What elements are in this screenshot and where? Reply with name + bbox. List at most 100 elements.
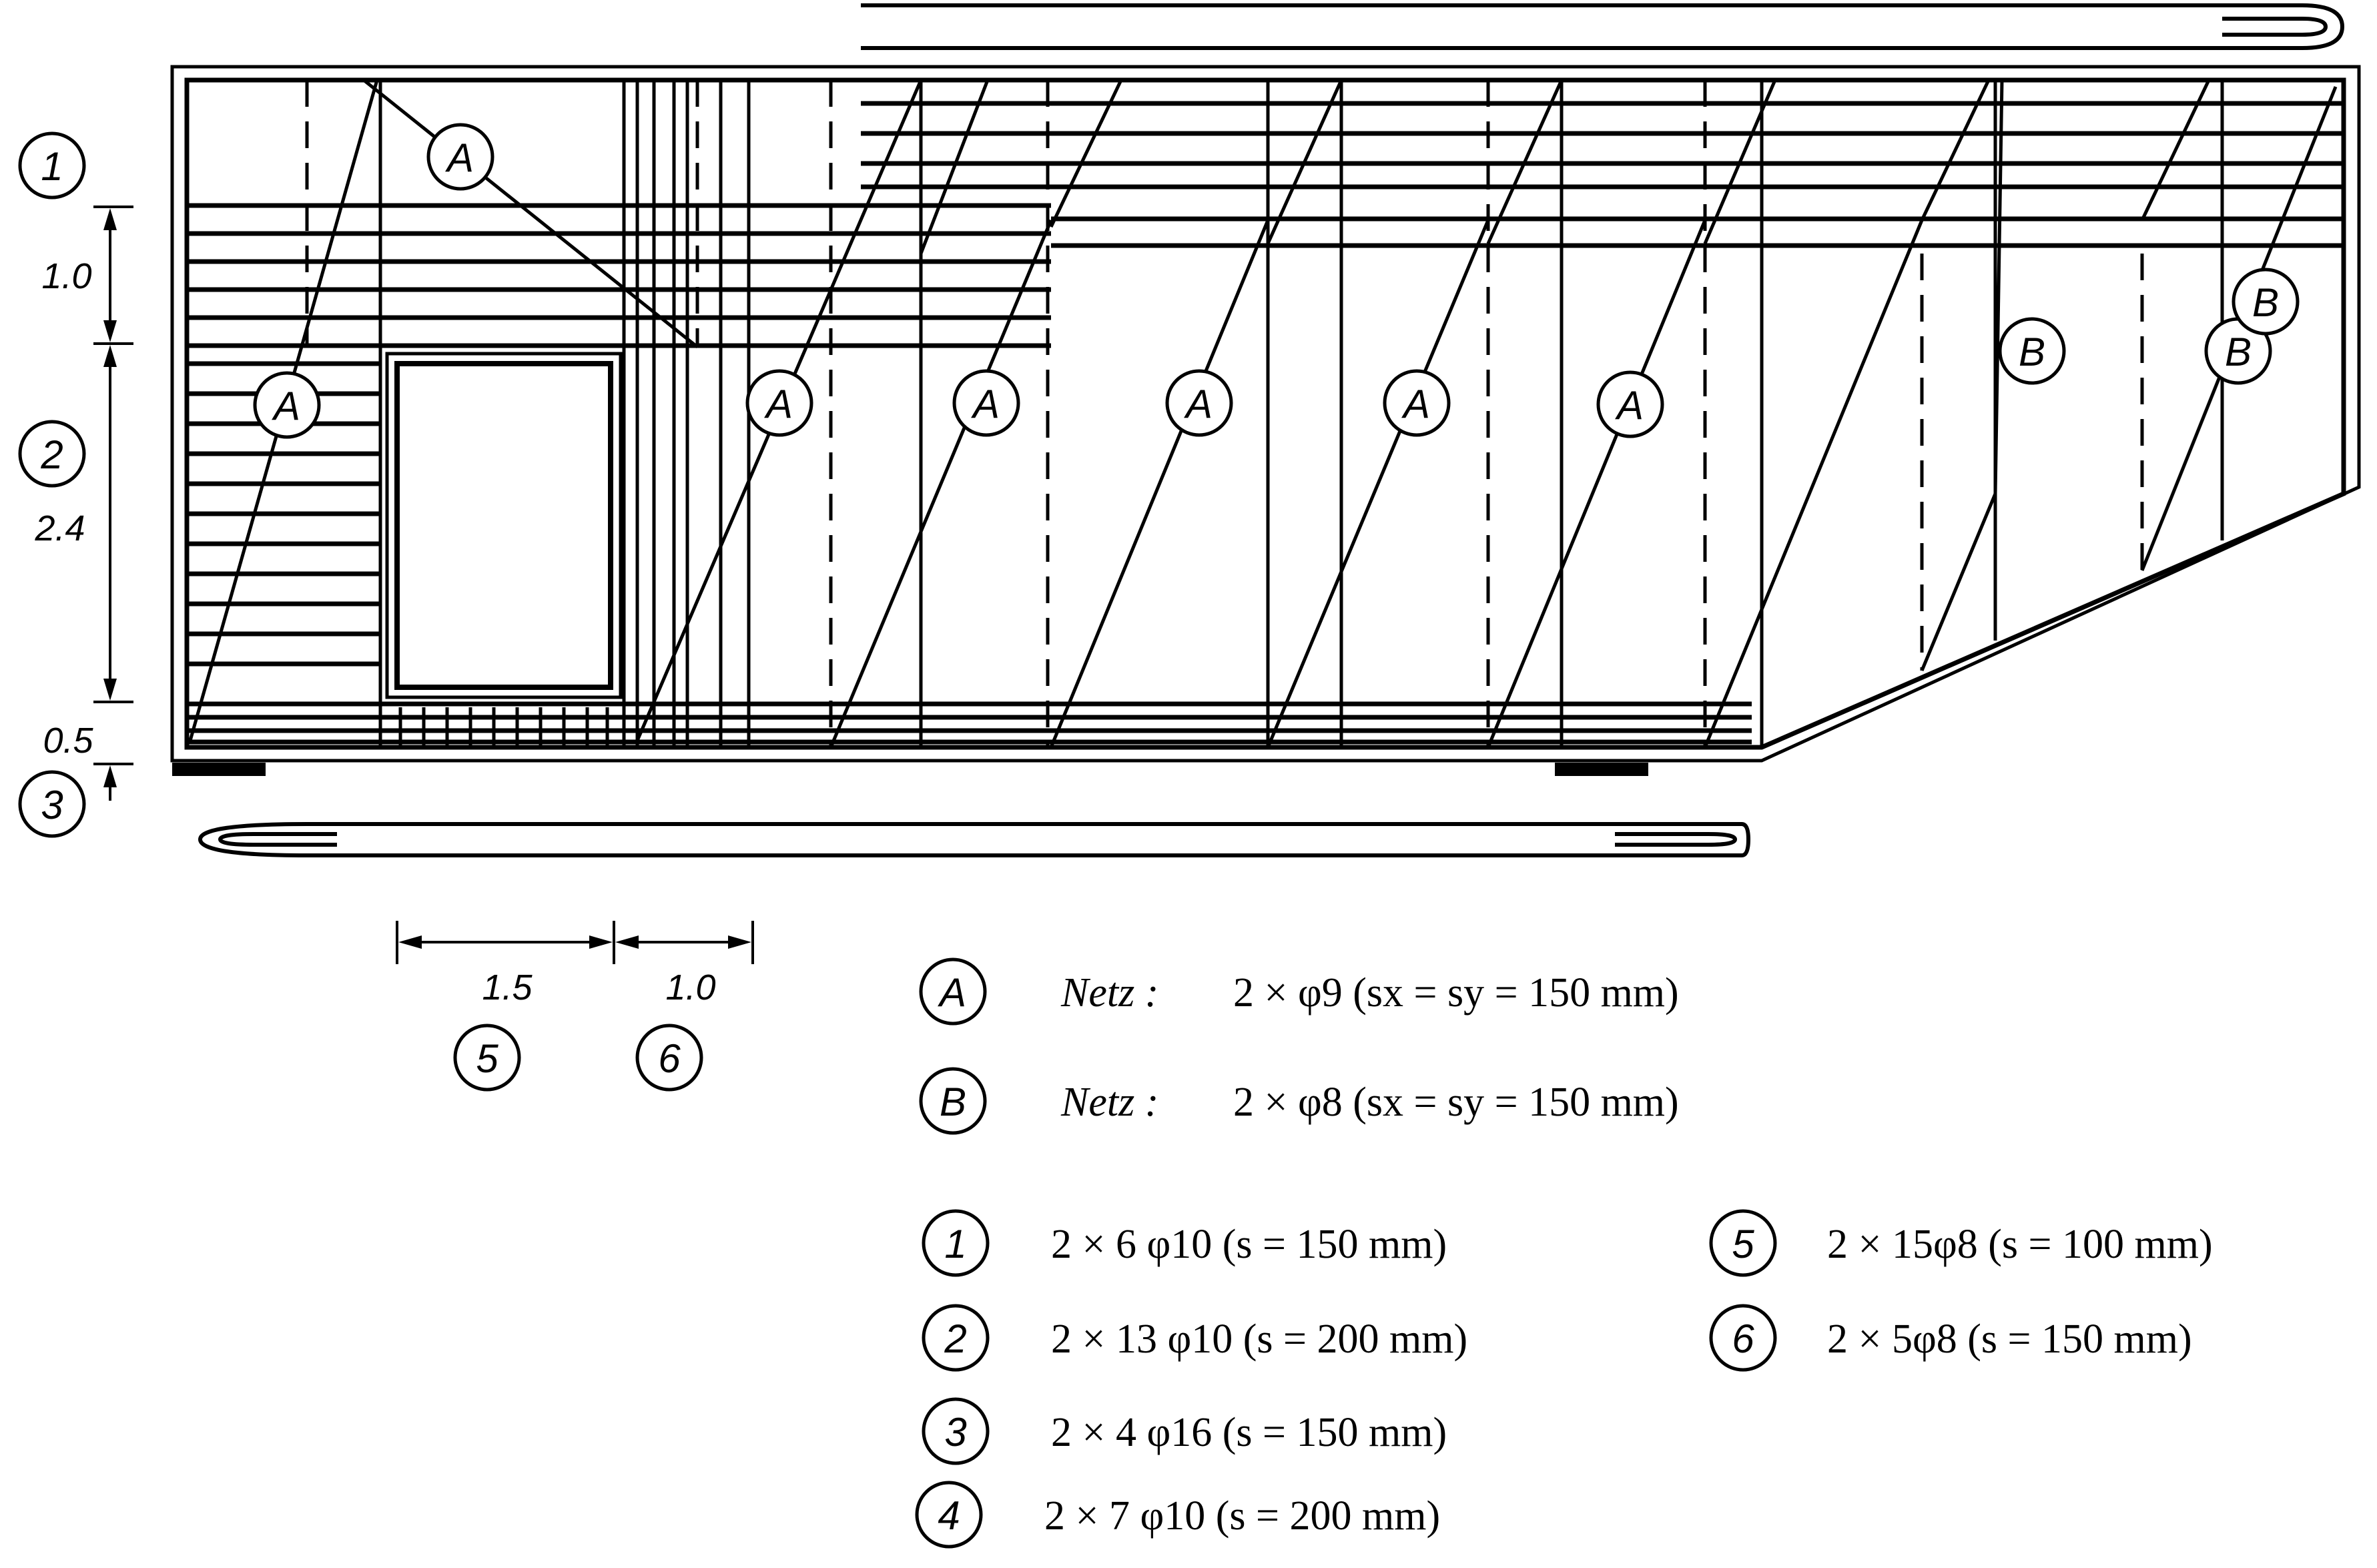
mesh-tag: A bbox=[952, 369, 1020, 437]
legend-text: 2 × 4 φ16 (s = 150 mm) bbox=[1051, 1410, 1447, 1455]
mesh-tag-label: A bbox=[971, 382, 1000, 426]
mesh-tag: A bbox=[426, 123, 494, 191]
support-left bbox=[172, 763, 266, 776]
mesh-tags: A A A A A A A B B B bbox=[253, 123, 2300, 439]
legend-marker: 1 bbox=[944, 1222, 966, 1266]
mesh-diagonal bbox=[1266, 220, 1490, 748]
dim-marker: 3 bbox=[18, 770, 86, 838]
mesh-tag-label: A bbox=[1184, 382, 1213, 426]
legend-mesh-a: A Netz : 2 × φ9 (sx = sy = 150 mm) bbox=[919, 957, 1679, 1026]
bottom-hairpin-inner-right bbox=[1615, 832, 1738, 847]
mesh-diagonal bbox=[1486, 220, 1707, 748]
legend-bar-6: 6 2 × 5φ8 (s = 150 mm) bbox=[1709, 1304, 2192, 1372]
legend-marker: A bbox=[938, 970, 966, 1015]
legend-mesh-b: B Netz : 2 × φ8 (sx = sy = 150 mm) bbox=[919, 1067, 1679, 1135]
mesh-tag-label: B bbox=[2019, 330, 2045, 374]
dim-arrow bbox=[728, 935, 751, 949]
legend-bar-4: 4 2 × 7 φ10 (s = 200 mm) bbox=[915, 1481, 1440, 1549]
dim-value: 0.5 bbox=[43, 721, 93, 761]
dim-marker-label: 3 bbox=[41, 783, 63, 827]
horizontal-dimensions: 1.5 1.0 5 6 bbox=[396, 921, 754, 1092]
legend-text: 2 × 7 φ10 (s = 200 mm) bbox=[1044, 1493, 1440, 1539]
legend-text: 2 × 6 φ10 (s = 150 mm) bbox=[1051, 1222, 1447, 1267]
dim-arrow bbox=[398, 935, 422, 949]
mesh-tag: A bbox=[1383, 369, 1451, 437]
opening-inner bbox=[394, 361, 613, 690]
legend-text: 2 × 5φ8 (s = 150 mm) bbox=[1827, 1316, 2192, 1362]
dim-value: 1.5 bbox=[482, 967, 533, 1008]
top-hairpin-bar bbox=[861, 3, 2345, 50]
legend-bar-3: 3 2 × 4 φ16 (s = 150 mm) bbox=[922, 1397, 1447, 1465]
mesh-diagonal bbox=[1993, 79, 2004, 494]
vertical-bars bbox=[378, 80, 2224, 747]
dim-marker-label: 5 bbox=[476, 1036, 498, 1081]
dashed-lines bbox=[305, 80, 2144, 747]
mesh-diagonal bbox=[1920, 493, 1997, 671]
legend-bar-5: 5 2 × 15φ8 (s = 100 mm) bbox=[1709, 1209, 2213, 1277]
legend-word: Netz : bbox=[1060, 1080, 1158, 1125]
vertical-dimensions: 1 1.0 2 2.4 0.5 3 bbox=[18, 131, 133, 838]
mesh-diagonal bbox=[1049, 220, 1270, 748]
mesh-tag-label: B bbox=[2252, 280, 2279, 325]
dim-marker: 6 bbox=[635, 1024, 703, 1092]
mesh-tag: A bbox=[1596, 370, 1664, 438]
wall-outer-outline bbox=[170, 65, 2361, 763]
mesh-diagonal bbox=[1049, 79, 1123, 228]
mesh-diagonal bbox=[919, 79, 990, 254]
dim-arrow bbox=[589, 935, 613, 949]
legend-word: Netz : bbox=[1060, 970, 1158, 1016]
mesh-diagonal bbox=[362, 79, 699, 348]
dim-marker-label: 2 bbox=[40, 432, 63, 477]
dim-marker: 2 bbox=[18, 420, 86, 488]
mesh-diagonal bbox=[1920, 79, 1991, 222]
dim-marker: 1 bbox=[18, 131, 86, 200]
top-hairpin-inner bbox=[2222, 17, 2328, 37]
dim-value: 1.0 bbox=[41, 256, 91, 296]
legend-marker: 2 bbox=[944, 1316, 966, 1361]
support-right bbox=[1555, 763, 1648, 776]
dim-arrow bbox=[103, 320, 117, 342]
dim-value: 1.0 bbox=[665, 967, 715, 1008]
mesh-tag: A bbox=[745, 369, 813, 437]
legend-bar-2: 2 2 × 13 φ10 (s = 200 mm) bbox=[922, 1304, 1467, 1372]
legend-marker: 4 bbox=[938, 1493, 960, 1538]
mesh-tag-label: A bbox=[764, 382, 793, 426]
hairpin-bars bbox=[198, 3, 2345, 857]
dim-arrow bbox=[615, 935, 639, 949]
mesh-tag-label: A bbox=[272, 384, 300, 428]
mesh-tag: B bbox=[1998, 317, 2066, 385]
dim-marker-label: 6 bbox=[658, 1036, 681, 1081]
mesh-tag-label: A bbox=[1401, 382, 1430, 426]
legend-text: 2 × φ8 (sx = sy = 150 mm) bbox=[1233, 1080, 1679, 1125]
legend-text: 2 × 15φ8 (s = 100 mm) bbox=[1827, 1222, 2213, 1267]
wall-opening bbox=[385, 352, 623, 699]
dim-arrow bbox=[103, 679, 117, 701]
mesh-tag-label: B bbox=[2225, 330, 2252, 374]
legend: A Netz : 2 × φ9 (sx = sy = 150 mm) B Net… bbox=[915, 957, 2213, 1549]
horizontal-bars bbox=[187, 101, 2344, 745]
dim-arrow bbox=[103, 345, 117, 367]
mesh-tag: B bbox=[2232, 268, 2300, 336]
legend-text: 2 × 13 φ10 (s = 200 mm) bbox=[1051, 1316, 1467, 1362]
mesh-diagonal bbox=[1486, 79, 1564, 245]
legend-bar-1: 1 2 × 6 φ10 (s = 150 mm) bbox=[922, 1209, 1447, 1277]
legend-marker: 5 bbox=[1732, 1222, 1754, 1266]
mesh-diagonal bbox=[1703, 79, 1777, 244]
bottom-hairpin-bar bbox=[198, 822, 1751, 857]
mesh-tag: A bbox=[1165, 369, 1233, 437]
dim-arrow bbox=[103, 765, 117, 787]
mesh-diagonal bbox=[1703, 220, 1924, 748]
legend-marker: B bbox=[940, 1080, 966, 1124]
mesh-diagonal bbox=[1266, 79, 1343, 245]
dim-marker-label: 1 bbox=[41, 144, 63, 189]
legend-text: 2 × φ9 (sx = sy = 150 mm) bbox=[1233, 970, 1679, 1016]
dim-arrow bbox=[103, 208, 117, 230]
mesh-tag-label: A bbox=[445, 135, 474, 180]
mesh-tag-label: A bbox=[1615, 383, 1644, 428]
dim-marker: 5 bbox=[453, 1024, 521, 1092]
mesh-tag: A bbox=[253, 371, 321, 439]
mesh-diagonal bbox=[2140, 79, 2211, 222]
legend-marker: 3 bbox=[944, 1410, 966, 1455]
mesh-diagonal bbox=[829, 220, 1053, 748]
